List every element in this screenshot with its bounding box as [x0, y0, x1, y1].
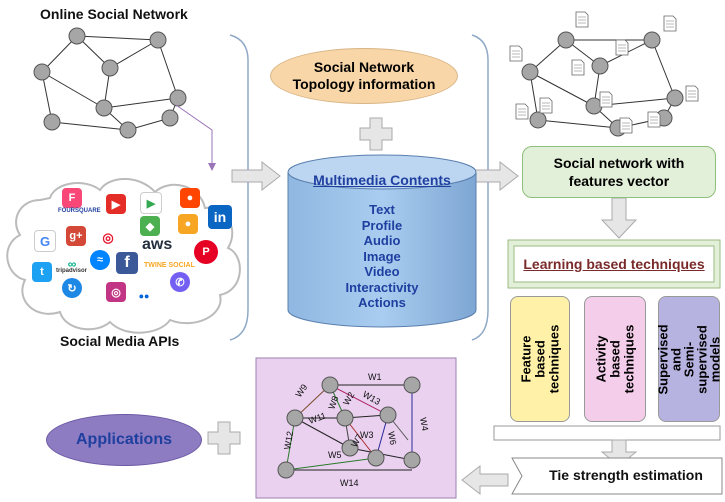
multimedia-item: Text [369, 202, 395, 217]
document-icon [571, 59, 585, 76]
feature-based-label: Feature based techniques [518, 324, 561, 394]
swarm-icon: ● [178, 214, 198, 234]
tripadvisor-text: tripadvisor [56, 268, 88, 274]
viber-icon: ✆ [170, 272, 190, 292]
flickr-icon: ●● [134, 286, 154, 306]
edge-weight-label: W1 [368, 372, 382, 382]
edge-weight-label: W3 [360, 430, 374, 440]
multimedia-contents-list: Text Profile Audio Image Video Interacti… [296, 202, 468, 311]
edge-weight-label: W5 [328, 450, 342, 460]
multimedia-item: Image [363, 248, 401, 264]
document-icon [515, 103, 529, 120]
learning-techniques-title: Learning based techniques [523, 256, 705, 272]
facebook-icon: f [116, 252, 138, 274]
edge-weight-label: W12 [282, 430, 295, 450]
google-maps-icon: ◆ [140, 216, 160, 236]
document-icon [575, 11, 589, 28]
online-social-network-graph [41, 35, 179, 131]
document-icon [615, 39, 629, 56]
document-icon [647, 111, 661, 128]
activity-based-box: Activity based techniques [584, 296, 646, 422]
youtube-icon: ▶ [106, 194, 126, 214]
reddit-icon: ● [180, 188, 200, 208]
multimedia-item: Actions [358, 295, 406, 310]
twine-social-text: TWINE SOCIAL [144, 262, 195, 269]
document-icon [509, 45, 523, 62]
multimedia-item: Audio [363, 233, 401, 248]
document-icon [663, 15, 677, 32]
twitter-icon: t [32, 262, 52, 282]
tie-strength-label: Tie strength estimation [549, 467, 703, 483]
edge-weight-label: W4 [418, 417, 430, 432]
aws-text: aws [142, 236, 173, 253]
tripadvisor-icon: ∞ [62, 254, 82, 274]
sync-icon: ↻ [62, 278, 82, 298]
foursquare-icon: F [62, 188, 82, 208]
social-media-apis-title: Social Media APIs [60, 333, 180, 349]
supervised-models-box: Supervised and Semi-supervised models [655, 296, 723, 422]
pinterest-icon: P [194, 240, 218, 264]
multimedia-contents-title: Multimedia Contents [313, 172, 451, 188]
supervised-models-label: Supervised and Semi-supervised models [655, 323, 723, 395]
multimedia-item: Video [364, 264, 400, 279]
activity-based-label: Activity based techniques [593, 324, 636, 394]
edge-weight-label: W6 [386, 431, 398, 446]
document-icon [539, 97, 553, 114]
online-social-network-title: Online Social Network [40, 6, 188, 22]
feature-based-box: Feature based techniques [510, 296, 570, 422]
document-icon [599, 91, 613, 108]
multimedia-item: Interactivity [345, 279, 419, 295]
applications-oval: Applications [46, 414, 202, 466]
google-icon: G [34, 230, 56, 252]
features-vector-box: Social network with features vector [522, 146, 716, 198]
weibo-icon: ◎ [98, 228, 118, 248]
edge-weight-label: W14 [340, 478, 359, 488]
document-icon [619, 117, 633, 134]
instagram-icon: ◎ [106, 282, 126, 302]
multimedia-cylinder [287, 154, 477, 328]
messenger-icon: ≈ [90, 250, 110, 270]
linkedin-icon: in [208, 205, 232, 229]
google-plus-icon: g+ [66, 226, 86, 246]
multimedia-item: Profile [361, 217, 403, 233]
topology-information-oval: Social Network Topology information [270, 48, 458, 104]
google-play-icon: ▶ [140, 192, 162, 214]
document-icon [685, 85, 699, 102]
edge-weight-label: W8 [326, 395, 340, 411]
foursquare-text: FOURSQUARE [58, 208, 101, 214]
